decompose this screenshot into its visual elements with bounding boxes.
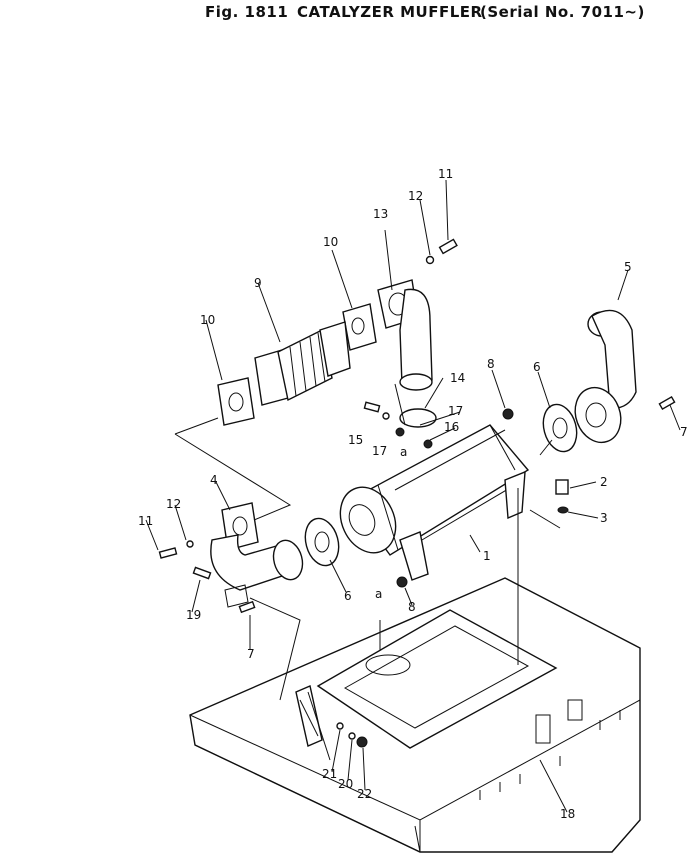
callout-16: 16 [444,420,459,434]
callout-7-right: 7 [680,425,688,439]
figure-title: CATALYZER MUFFLER [297,3,483,21]
gasket-lower [217,377,255,426]
gasket-right-hole [552,417,568,439]
flexible-bellows [254,321,351,406]
callout-1: 1 [483,549,491,563]
callout-5: 5 [624,260,632,274]
callout-14: 14 [450,371,465,385]
callout-19: 19 [186,608,201,622]
callout-21: 21 [322,767,337,781]
leader-lines [145,179,681,813]
callout-20: 20 [338,777,353,791]
callout-10-lower: 10 [200,313,215,327]
callout-10-upper: 10 [323,235,338,249]
callout-4: 4 [210,473,218,487]
figure-header: Fig. 1811 CATALYZER MUFFLER (Serial No. … [0,0,690,30]
callout-15: 15 [348,433,363,447]
clamp [399,408,437,428]
callout-22: 22 [357,787,372,801]
callout-3: 3 [600,511,608,525]
callout-7-left: 7 [247,647,255,661]
gasket-lower-hole [228,392,244,412]
callout-11-upper: 11 [438,167,453,181]
callout-12-lower: 12 [166,497,181,511]
callout-8-upper: 8 [487,357,495,371]
callout-2: 2 [600,475,608,489]
callout-a-lower: a [375,587,382,601]
engine-hood-cover [189,577,641,853]
callout-8-lower: 8 [408,600,416,614]
callout-17-left: 17 [372,444,387,458]
gasket-left [304,517,340,567]
hardware [158,238,676,748]
gasket-upper [342,303,377,351]
elbow-pipe [377,279,433,391]
callout-12-upper: 12 [408,189,423,203]
tail-pipe [574,309,637,444]
callout-13: 13 [373,207,388,221]
callout-9: 9 [254,276,262,290]
callout-a-upper: a [400,445,407,459]
callout-6-right: 6 [533,360,541,374]
callout-18: 18 [560,807,575,821]
figure-number: Fig. 1811 [205,3,289,21]
gasket-left-hole [314,531,330,553]
callout-6-left: 6 [344,589,352,603]
serial-range: (Serial No. 7011~) [480,3,645,21]
callout-11-lower: 11 [138,514,153,528]
callout-17-right: 17 [448,404,463,418]
gasket-upper-hole [351,317,365,335]
catalyzer-muffler-body [339,424,530,581]
callout-labels: 1 2 3 4 5 6 6 7 7 8 8 9 10 10 11 11 12 1… [138,167,688,821]
inlet-pipe [210,502,304,608]
